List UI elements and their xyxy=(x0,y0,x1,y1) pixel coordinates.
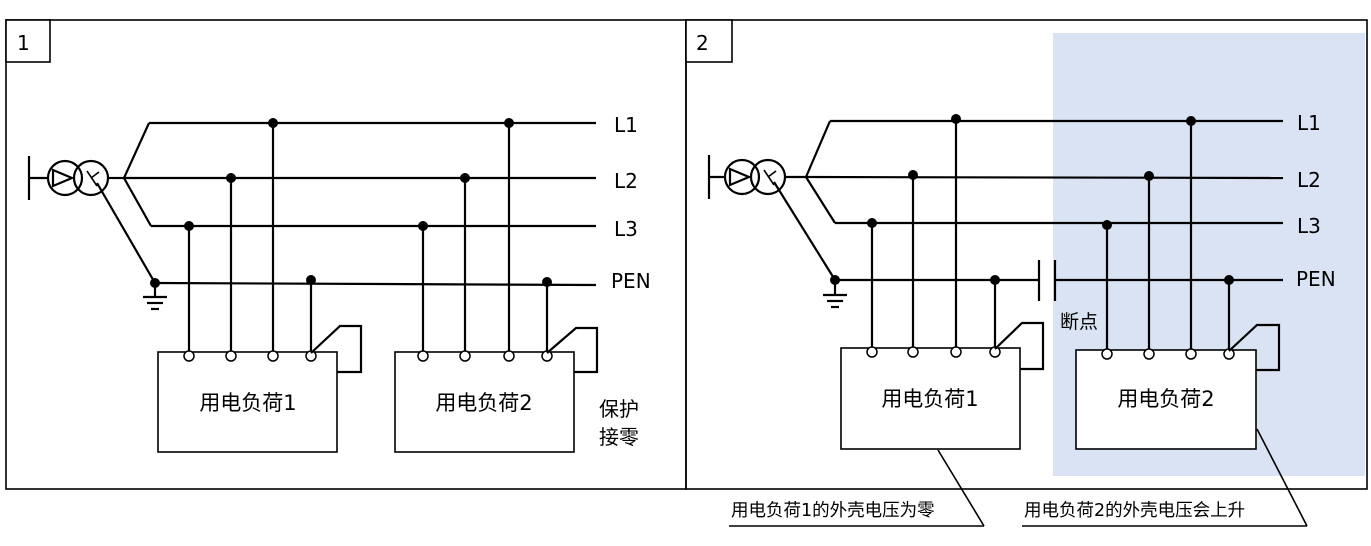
panel-2-number-box xyxy=(685,19,733,63)
callout-1: 用电负荷1的外壳电压为零 xyxy=(729,449,985,527)
panel-2-number: 2 xyxy=(696,31,709,55)
load-1-label-2: 用电负荷1 xyxy=(881,387,978,411)
ground-symbol-2 xyxy=(823,280,847,309)
load-2-box-2 xyxy=(1075,349,1257,450)
load-1-label: 用电负荷1 xyxy=(199,391,296,415)
callout-1-text: 用电负荷1的外壳电压为零 xyxy=(731,501,935,521)
load-1-box-2 xyxy=(840,347,1021,450)
panel-2: L1 L2 L3 PEN 断点 用电负荷1 用电负荷2 xyxy=(707,111,1336,450)
panel-1: L1 L2 L3 PEN 用电负荷1 用电负荷2 保护 接零 xyxy=(27,113,651,453)
load-2-label: 用电负荷2 xyxy=(435,391,532,415)
break-label: 断点 xyxy=(1060,311,1098,333)
label-l3-2: L3 xyxy=(1297,214,1321,238)
pen-line xyxy=(154,281,597,287)
label-l3: L3 xyxy=(614,217,638,241)
load-2-label-2: 用电负荷2 xyxy=(1117,387,1214,411)
panel-1-number-box xyxy=(5,19,51,63)
l2-line-2 xyxy=(805,175,1284,180)
load-1-box xyxy=(157,351,338,453)
load-2-box xyxy=(394,351,575,453)
panel-1-number: 1 xyxy=(17,31,30,55)
label-pen-2: PEN xyxy=(1296,267,1336,291)
label-l1: L1 xyxy=(614,113,638,137)
transformer-symbol xyxy=(27,156,124,200)
label-l2: L2 xyxy=(614,169,638,193)
panel-2-frame xyxy=(685,19,1368,490)
label-l1-2: L1 xyxy=(1297,111,1321,135)
callout-2-text: 用电负荷2的外壳电压会上升 xyxy=(1024,501,1245,521)
label-pen: PEN xyxy=(611,269,651,293)
transformer-symbol-2 xyxy=(707,155,806,199)
callout-2: 用电负荷2的外壳电压会上升 xyxy=(1022,428,1308,527)
protective-note-line1: 保护 xyxy=(599,397,639,421)
label-l2-2: L2 xyxy=(1297,168,1321,192)
panel-1-frame xyxy=(5,19,687,490)
protective-note-line2: 接零 xyxy=(599,425,639,449)
